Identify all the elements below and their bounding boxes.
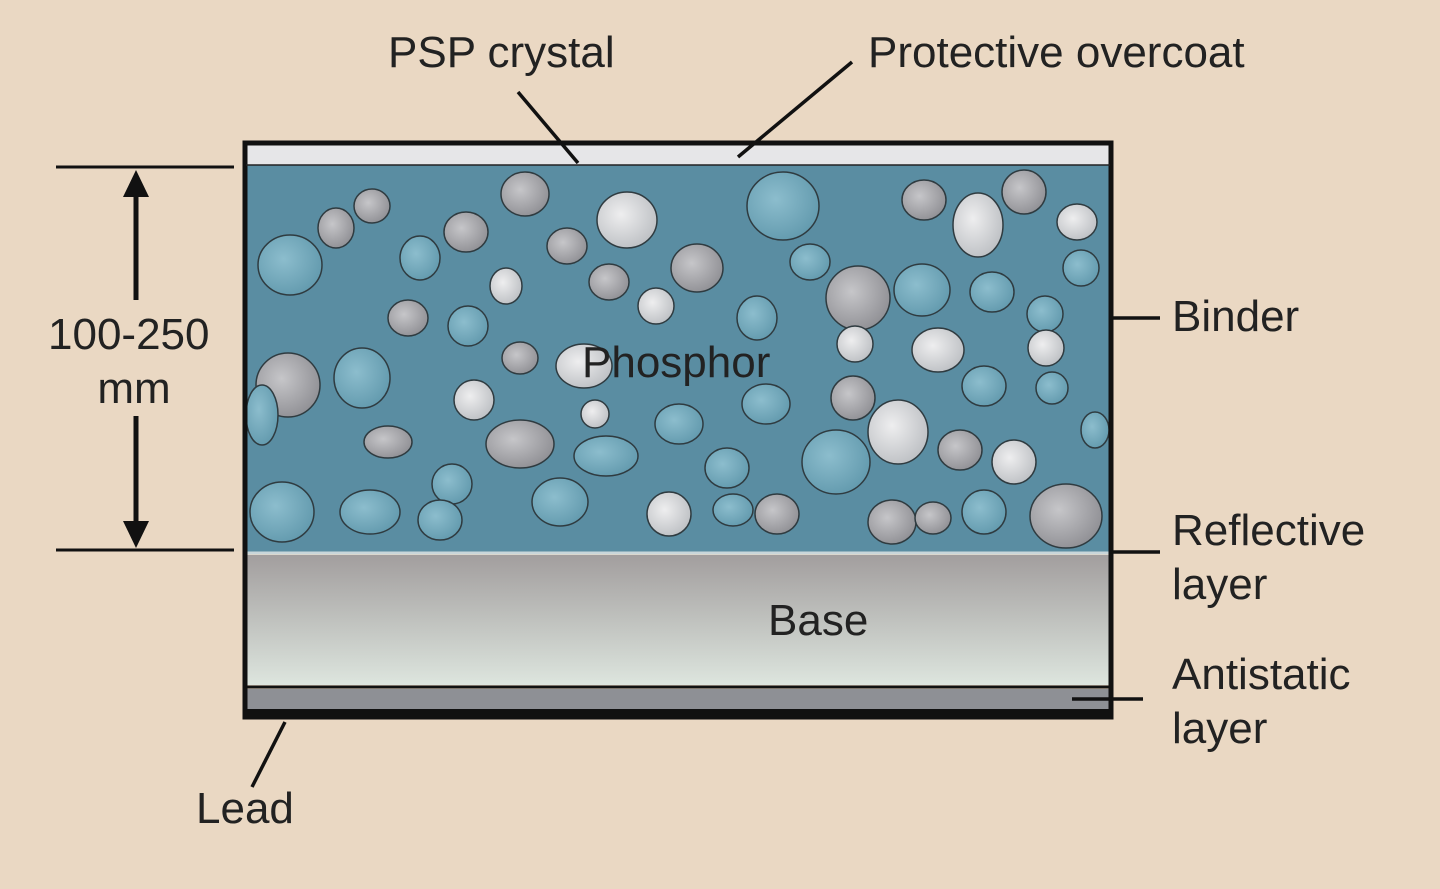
psp-crystal-particle [914, 501, 952, 535]
plate-outline [242, 140, 1114, 720]
psp-crystal-particle [825, 265, 891, 331]
psp-crystal-particle [746, 171, 820, 241]
psp-crystal-particle [1056, 203, 1098, 241]
protective-overcoat-layer [246, 145, 1110, 165]
psp-crystal-particle [1001, 169, 1047, 215]
psp-crystal-particle [654, 403, 704, 445]
lead-label: Lead [196, 784, 294, 833]
psp-crystal-particle [485, 419, 555, 469]
psp-crystal-particle [952, 192, 1004, 258]
psp-crystal-particle [830, 375, 876, 421]
psp-crystal-particle [363, 425, 413, 459]
psp-crystal-particle [249, 481, 315, 543]
psp-crystal-particle [801, 429, 871, 495]
binder-label: Binder [1172, 292, 1300, 341]
psp-crystal-particle [969, 271, 1015, 313]
psp-crystal-particle [353, 188, 391, 224]
antistatic-layer-label-line1: Antistatic [1172, 650, 1351, 699]
psp-crystal-particle [867, 499, 917, 545]
psp-crystal-particle [596, 191, 658, 249]
psp-crystal-particle [1035, 371, 1069, 405]
psp-crystal-particle [712, 493, 754, 527]
psp-crystal-particle [387, 299, 429, 337]
psp-crystal-particle [736, 295, 778, 341]
psp-crystal-particle [257, 234, 323, 296]
psp-crystal-particle [961, 365, 1007, 407]
reflective-layer-label-line2: layer [1172, 560, 1268, 609]
psp-crystal-particle [555, 343, 613, 389]
psp-crystal-particle [588, 263, 630, 301]
psp-crystal-label: PSP crystal [388, 28, 615, 77]
base-layer [246, 555, 1110, 685]
psp-crystal-particle [333, 347, 391, 409]
psp-crystal-particle [1062, 249, 1100, 287]
psp-crystal-particle [546, 227, 588, 265]
psp-crystal-particle [399, 235, 441, 281]
psp-crystal-particle [573, 435, 639, 477]
dimension-arrowhead-down [123, 521, 149, 548]
psp-crystal-particle [893, 263, 951, 317]
psp-crystal-particle [1029, 483, 1103, 549]
psp-crystal-particle [453, 379, 495, 421]
psp-crystal-particle [836, 325, 874, 363]
antistatic-layer-label-line2: layer [1172, 704, 1268, 753]
psp-crystal-particle [317, 207, 355, 249]
psp-crystal-particle [961, 489, 1007, 535]
psp-crystal-particle [670, 243, 724, 293]
phosphor-label: Phosphor [582, 338, 771, 387]
psp-crystal-particle [443, 211, 489, 253]
thickness-label-line2: mm [97, 364, 171, 413]
psp-crystal-particle [789, 243, 831, 281]
psp-crystal-leader [516, 90, 580, 165]
reflective-layer-label-line1: Reflective [1172, 506, 1366, 555]
psp-crystal-particle [500, 171, 550, 217]
psp-crystal-particle [580, 399, 610, 429]
dimension-arrowhead-up [123, 170, 149, 197]
lead-layer [244, 709, 1112, 719]
psp-crystal-particle [531, 477, 589, 527]
psp-crystal-particle [937, 429, 983, 471]
psp-crystal-particle [1027, 329, 1065, 367]
psp-crystal-particle [741, 383, 791, 425]
psp-crystal-particle [867, 399, 929, 465]
lead-leader [250, 721, 287, 788]
antistatic-layer [246, 689, 1110, 709]
protective-overcoat-leader [736, 60, 854, 159]
psp-crystal-particle [417, 499, 463, 541]
psp-crystal-particle [489, 267, 523, 305]
psp-crystal-particle [991, 439, 1037, 485]
psp-crystal-particle [1080, 411, 1110, 449]
psp-crystal-particle [754, 493, 800, 535]
base-label: Base [768, 596, 869, 645]
psp-crystal-particle [339, 489, 401, 535]
protective-overcoat-label: Protective overcoat [868, 28, 1245, 77]
psp-crystal-particle [901, 179, 947, 221]
psp-crystal-particle [646, 491, 692, 537]
psp-crystal-particle [501, 341, 539, 375]
thickness-label-line1: 100-250 [48, 310, 210, 359]
psp-crystal-particle [431, 463, 473, 505]
psp-crystal-particle [245, 384, 279, 446]
psp-crystal-particle [911, 327, 965, 373]
psp-crystal-particle [637, 287, 675, 325]
psp-crystals [245, 169, 1110, 549]
psp-crystal-particle [1026, 295, 1064, 333]
psp-crystal-particle [447, 305, 489, 347]
psp-crystal-particle [704, 447, 750, 489]
